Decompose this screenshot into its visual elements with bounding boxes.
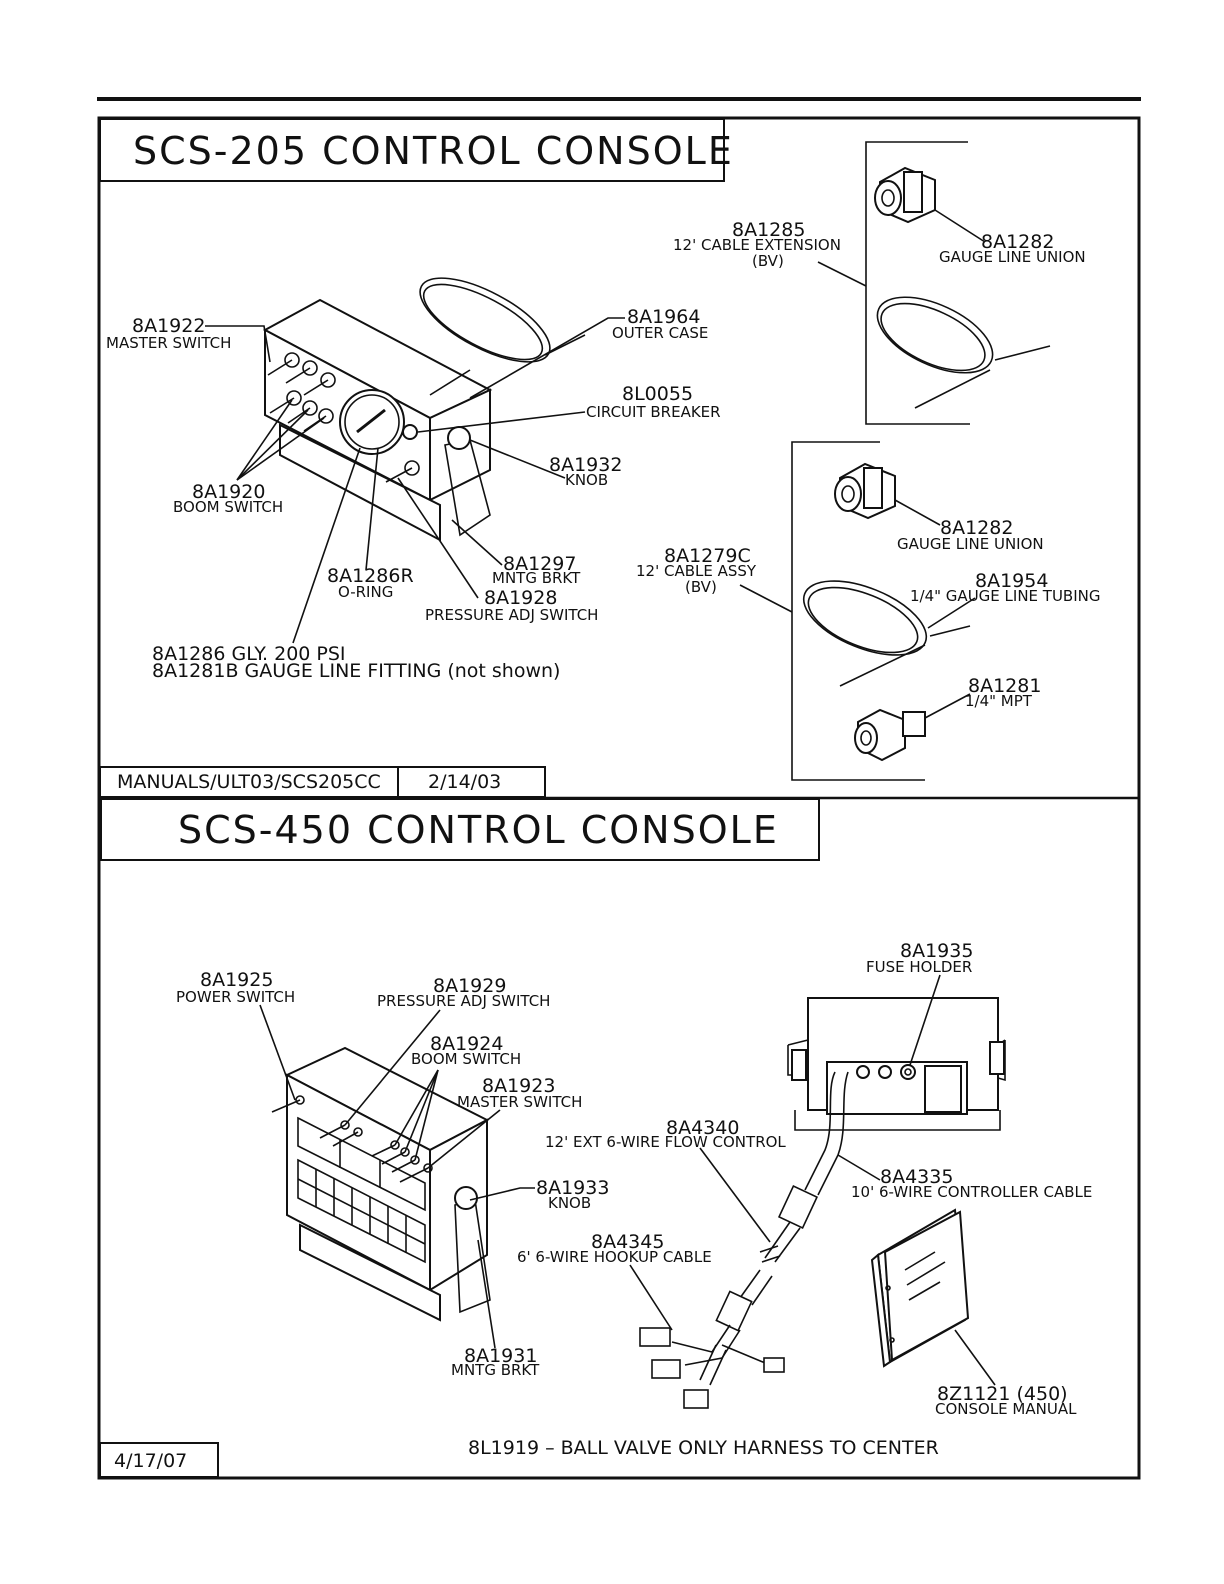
desc-o-ring: O-RING [338,583,393,601]
gauge-union-drawing-2 [834,462,896,520]
desc-console-manual: CONSOLE MANUAL [935,1400,1077,1418]
date-450: 4/17/07 [114,1450,187,1472]
pn-8Z1121: 8Z1121 (450) [937,1383,1068,1405]
desc-knob-205: KNOB [565,471,608,489]
desc-gauge-line-union-a: GAUGE LINE UNION [939,248,1086,266]
pn-8A1932: 8A1932 [549,454,622,476]
pn-8A1923: 8A1923 [482,1075,555,1097]
kit-cable-assy: 8A1279C 12' CABLE ASSY (BV) 8A1282 GAUGE… [636,441,1101,781]
desc-gauge-line-tubing: 1/4" GAUGE LINE TUBING [910,587,1101,605]
pn-8A1928: 8A1928 [484,587,557,609]
pn-8A4335: 8A4335 [880,1166,953,1188]
gauge-union-drawing-1 [874,166,936,224]
pn-8A1964: 8A1964 [627,306,700,328]
note-gauge-fitting: 8A1281B GAUGE LINE FITTING (not shown) [152,660,560,682]
desc-circuit-breaker: CIRCUIT BREAKER [586,403,721,421]
pn-8A1954: 8A1954 [975,570,1048,592]
pn-8A1281: 8A1281 [968,675,1041,697]
desc-master-switch: MASTER SWITCH [106,334,231,352]
pn-8A1279C: 8A1279C [664,545,751,567]
desc-cable-assy: 12' CABLE ASSY [636,562,757,580]
title-scs450: SCS-450 CONTROL CONSOLE [178,808,779,852]
desc-boom-switch: BOOM SWITCH [173,498,283,516]
desc-hookup-cable: 6' 6-WIRE HOOKUP CABLE [517,1248,712,1266]
desc-mntg-brkt-450: MNTG BRKT [451,1361,540,1379]
scs205-console-drawing [262,277,586,542]
footer-harness-note: 8L1919 – BALL VALVE ONLY HARNESS TO CENT… [468,1437,939,1459]
desc-power-switch: POWER SWITCH [176,988,295,1006]
scs205-leaders [205,317,625,644]
title-box-scs450 [100,798,820,861]
desc-ext-flow-control: 12' EXT 6-WIRE FLOW CONTROL [545,1133,786,1151]
pn-8A1924: 8A1924 [430,1033,503,1055]
note-gauge: 8A1286 GLY. 200 PSI [152,643,346,665]
desc-outer-case: OUTER CASE [612,324,708,342]
section-scs450: SCS-450 CONTROL CONSOLE [99,798,1092,1478]
pn-8A1931: 8A1931 [464,1345,537,1367]
desc-pressure-adj-switch-205: PRESSURE ADJ SWITCH [425,606,598,624]
pn-8A1922: 8A1922 [132,315,205,337]
pn-8L0055: 8L0055 [622,383,693,405]
desc-master-switch-450: MASTER SWITCH [457,1093,582,1111]
harness-drawing [639,1071,849,1409]
desc-mpt: 1/4" MPT [965,692,1033,710]
desc-pressure-adj-switch-450: PRESSURE ADJ SWITCH [377,992,550,1010]
desc-boom-switch-450: BOOM SWITCH [411,1050,521,1068]
manual-drawing [870,1208,970,1368]
coil-drawing-1 [876,296,1051,409]
pn-8A1285: 8A1285 [732,219,805,241]
kit-cable-extension: 8A1285 12' CABLE EXTENSION (BV) 8A1282 G… [673,141,1086,425]
pn-8A1925: 8A1925 [200,969,273,991]
desc-controller-cable: 10' 6-WIRE CONTROLLER CABLE [851,1183,1092,1201]
desc-gauge-line-union-b: GAUGE LINE UNION [897,535,1044,553]
pn-8A1286R: 8A1286R [327,565,414,587]
file-ref: MANUALS/ULT03/SCS205CC [117,771,381,793]
pn-8A1920: 8A1920 [192,481,265,503]
pn-8A1282-b: 8A1282 [940,517,1013,539]
title-scs205: SCS-205 CONTROL CONSOLE [133,129,734,173]
pn-8A1297: 8A1297 [503,553,576,575]
pn-8A4340: 8A4340 [666,1117,739,1139]
scs450-leaders [259,974,996,1386]
pn-8A1929: 8A1929 [433,975,506,997]
sub-bv-extension: (BV) [752,252,784,270]
pn-8A1935: 8A1935 [900,940,973,962]
mpt-fitting-drawing [854,708,926,762]
pn-8A1282-a: 8A1282 [981,231,1054,253]
title-box-scs205 [99,118,725,182]
coil-drawing-2 [802,580,971,687]
desc-fuse-holder: FUSE HOLDER [866,958,972,976]
scs450-console-drawing [271,1046,491,1322]
desc-knob-450: KNOB [548,1194,591,1212]
date-box-205 [397,766,546,798]
file-ref-box [99,766,399,798]
desc-mntg-brkt-205: MNTG BRKT [492,569,581,587]
section-scs205: SCS-205 CONTROL CONSOLE [99,118,1101,798]
controller-drawing [787,997,1006,1131]
scs450-keypad [297,1116,426,1264]
desc-cable-extension: 12' CABLE EXTENSION [673,236,841,254]
date-box-450 [99,1442,219,1478]
sub-bv-assy: (BV) [685,578,717,596]
pn-8A1933: 8A1933 [536,1177,609,1199]
date-205: 2/14/03 [428,771,501,793]
pn-8A4345: 8A4345 [591,1231,664,1253]
